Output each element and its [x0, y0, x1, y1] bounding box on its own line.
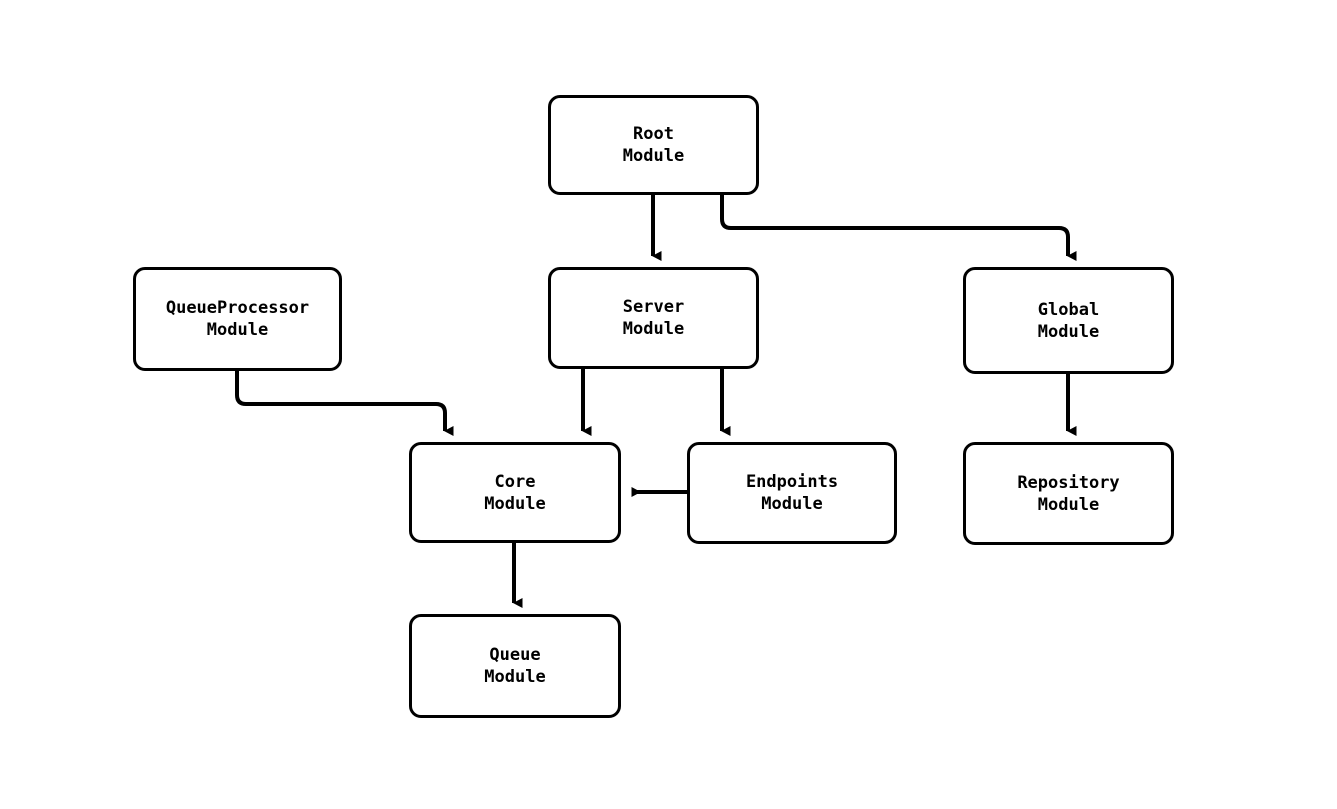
node-queueprocessor-module-line2: Module: [206, 320, 269, 340]
node-global-module-line1: Global: [1037, 299, 1100, 320]
node-repository-module-line2: Module: [1037, 494, 1100, 515]
node-server-module[interactable]: Server Module: [548, 267, 759, 369]
node-queue-module-line2: Module: [484, 667, 546, 687]
node-core-module-line1: Core: [494, 471, 536, 492]
node-queueprocessor-module-line1: QueueProcessor: [165, 298, 310, 318]
node-queueprocessor-module[interactable]: QueueProcessor Module: [133, 267, 342, 371]
node-repository-module-line1: Repository: [1017, 472, 1120, 493]
node-core-module[interactable]: Core Module: [409, 442, 621, 543]
node-queue-module-line1: Queue: [489, 645, 541, 665]
edge-queueprocessor-to-core: [235, 371, 454, 436]
node-repository-module[interactable]: Repository Module: [963, 442, 1174, 545]
node-root-module-line2: Module: [622, 146, 685, 166]
node-core-module-line2: Module: [484, 493, 546, 514]
node-global-module[interactable]: Global Module: [963, 267, 1174, 374]
edge-root-to-global: [720, 195, 1077, 261]
node-server-module-line2: Module: [622, 319, 685, 339]
node-endpoints-module-line2: Module: [761, 494, 823, 514]
node-root-module[interactable]: Root Module: [548, 95, 759, 195]
node-endpoints-module-line1: Endpoints: [745, 472, 839, 492]
node-endpoints-module[interactable]: Endpoints Module: [687, 442, 897, 544]
node-global-module-line2: Module: [1037, 321, 1100, 342]
node-server-module-line1: Server: [622, 297, 685, 317]
node-root-module-line1: Root: [633, 124, 674, 144]
node-queue-module[interactable]: Queue Module: [409, 614, 621, 718]
